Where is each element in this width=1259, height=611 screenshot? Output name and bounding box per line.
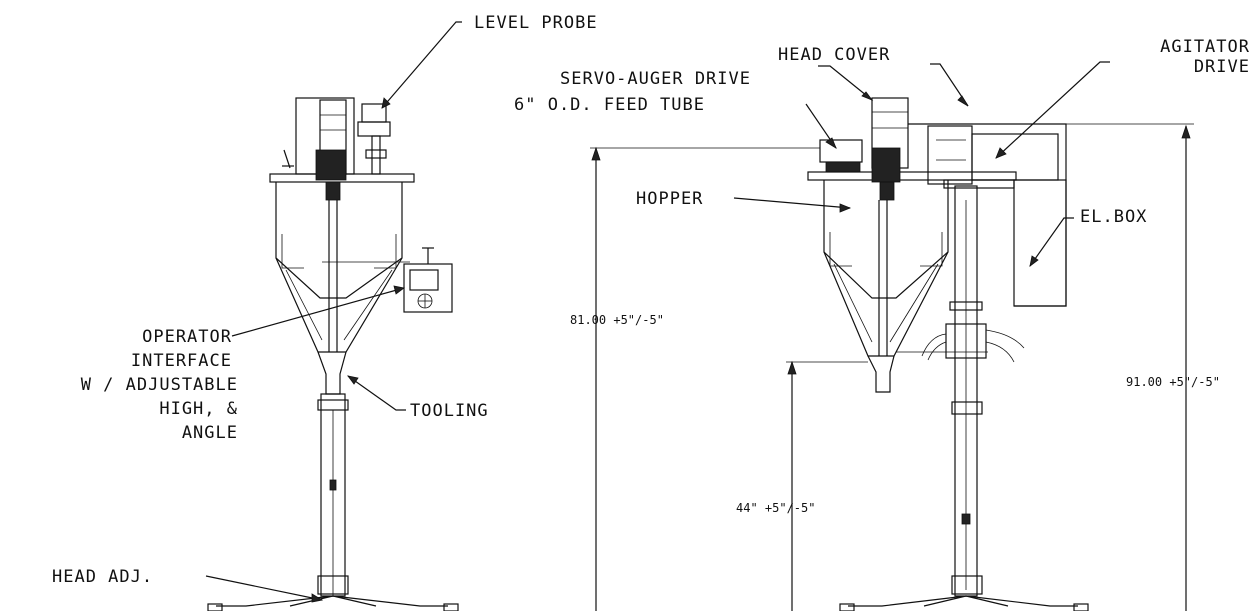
- label-tooling: TOOLING: [410, 401, 489, 421]
- label-feed-tube: 6" O.D. FEED TUBE: [514, 95, 705, 115]
- dimension-lines: [590, 123, 1194, 611]
- label-hopper: HOPPER: [636, 189, 703, 209]
- operator-interface-line-3: W / ADJUSTABLE: [81, 375, 238, 395]
- dimension-81: 81.00 +5"/-5": [570, 313, 664, 327]
- label-el-box: EL.BOX: [1080, 207, 1147, 227]
- dimension-44: 44" +5"/-5": [736, 501, 815, 515]
- leader-arrowheads: [311, 91, 1039, 603]
- operator-interface-line-1: OPERATOR: [142, 327, 232, 347]
- label-head-cover: HEAD COVER: [778, 45, 890, 65]
- leader-lines: [205, 21, 1110, 601]
- front-view: [207, 97, 459, 611]
- label-servo-auger-drive: SERVO-AUGER DRIVE: [560, 69, 751, 89]
- agitator-drive-line-2: DRIVE: [1194, 57, 1250, 77]
- dimension-91: 91.00 +5"/-5": [1126, 375, 1220, 389]
- label-agitator-drive: AGITATOR DRIVE: [1160, 37, 1250, 77]
- label-operator-interface: OPERATOR INTERFACE W / ADJUSTABLE HIGH, …: [81, 327, 238, 443]
- operator-interface-line-2: INTERFACE: [131, 351, 232, 371]
- side-view: [807, 97, 1089, 611]
- operator-interface-line-4: HIGH, &: [159, 399, 238, 419]
- label-head-adj: HEAD ADJ.: [52, 567, 153, 587]
- operator-interface-line-5: ANGLE: [182, 423, 238, 443]
- agitator-drive-line-1: AGITATOR: [1160, 37, 1250, 57]
- label-level-probe: LEVEL PROBE: [474, 13, 598, 33]
